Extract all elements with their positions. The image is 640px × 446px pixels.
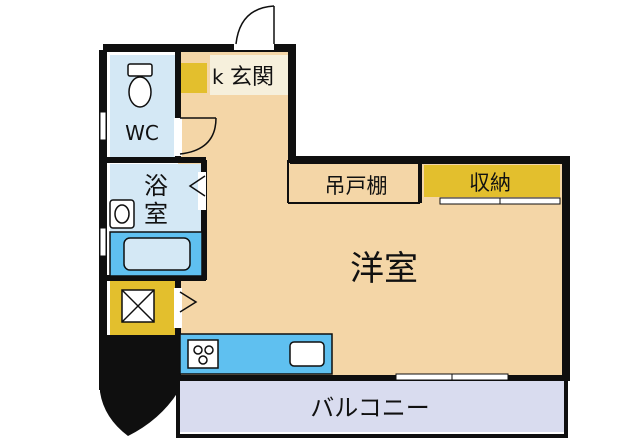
storage-area <box>424 165 560 197</box>
entrance-label: 玄関 <box>230 65 274 90</box>
shoe-cabinet <box>181 63 207 93</box>
washing-machine-icon <box>121 289 155 323</box>
western-room-floor <box>178 50 566 378</box>
storage-label: 収納 <box>469 171 511 195</box>
hanging-shelf-label: 吊戸棚 <box>325 174 388 198</box>
stove-icon <box>187 339 219 369</box>
windows <box>99 111 561 381</box>
entrance-prefix-label: k <box>212 65 224 89</box>
front-door <box>234 5 275 50</box>
wc-door <box>174 117 217 156</box>
bath-label-bottom: 室 <box>144 200 168 228</box>
balcony-floor <box>180 380 564 432</box>
balcony-label: バルコニー <box>310 394 430 422</box>
washbasin-icon <box>109 199 135 229</box>
bathtub-icon <box>109 231 203 277</box>
toilet-label: WC <box>125 121 159 145</box>
entrance-floor <box>210 55 288 95</box>
corner-pillar <box>100 336 178 436</box>
toilet-icon <box>127 63 153 108</box>
laundry-door <box>174 288 198 328</box>
western-room-label: 洋室 <box>350 249 418 289</box>
bath-door <box>188 172 206 210</box>
hanging-shelf-area <box>290 163 418 203</box>
sink-icon <box>289 341 325 367</box>
bath-label-top: 浴 <box>144 172 168 200</box>
